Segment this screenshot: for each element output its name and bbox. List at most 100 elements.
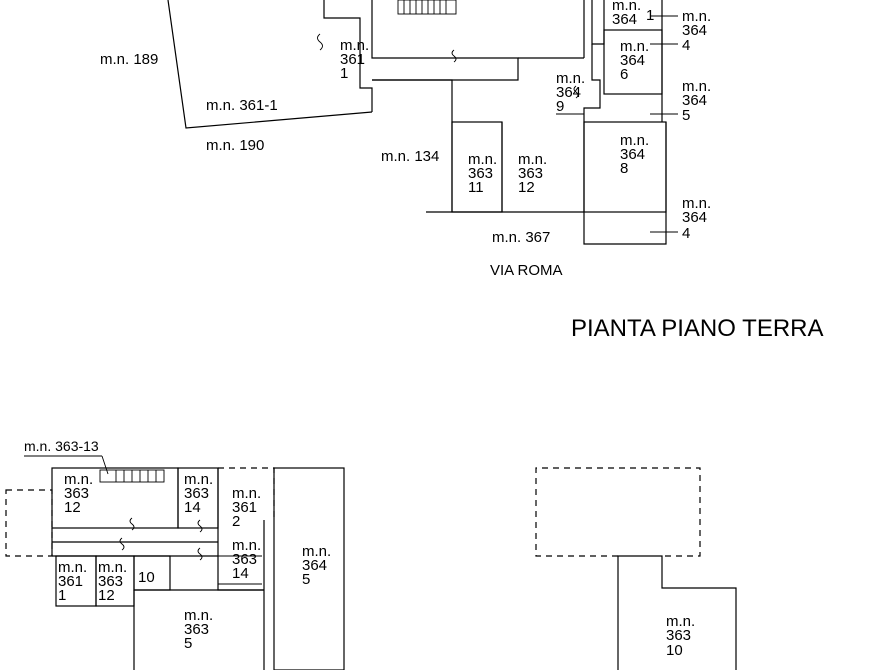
svg-text:m.n.: m.n. [666, 613, 695, 630]
svg-text:12: 12 [64, 499, 81, 516]
svg-text:m.n.: m.n. [556, 70, 585, 87]
svg-text:363: 363 [468, 165, 493, 182]
svg-text:m.n.: m.n. [682, 78, 711, 95]
svg-text:12: 12 [518, 179, 535, 196]
room-label-363-14b: m.n. 363 14 [232, 537, 261, 582]
svg-text:m.n.: m.n. [518, 151, 547, 168]
svg-text:5: 5 [184, 635, 192, 652]
lot-boundary-left [167, 0, 373, 129]
svg-text:m.n.: m.n. [58, 559, 87, 576]
room-label-10: 10 [138, 569, 155, 586]
svg-text:m.n.: m.n. [184, 471, 213, 488]
label-mn-361-1: m.n. 361-1 [206, 97, 278, 114]
svg-text:1: 1 [646, 7, 654, 24]
svg-text:m.n.: m.n. [64, 471, 93, 488]
svg-text:2: 2 [232, 513, 240, 530]
side-label-364-4a: m.n. 364 4 [682, 8, 711, 54]
svg-text:11: 11 [468, 179, 484, 196]
svg-text:5: 5 [302, 571, 310, 588]
door-symbol [119, 537, 125, 551]
svg-text:364: 364 [682, 209, 707, 226]
svg-text:363: 363 [518, 165, 543, 182]
svg-text:14: 14 [184, 499, 201, 516]
svg-text:m.n.: m.n. [620, 38, 649, 55]
room-label-363-12: m.n. 363 12 [518, 151, 547, 196]
svg-text:361: 361 [232, 499, 257, 516]
svg-text:363: 363 [98, 573, 123, 590]
room-label-364-1: m.n. 364 1 [612, 0, 654, 28]
svg-text:m.n.: m.n. [340, 37, 369, 54]
svg-text:14: 14 [232, 565, 249, 582]
building-outline-left [323, 0, 373, 112]
svg-text:m.n.: m.n. [98, 559, 127, 576]
svg-text:364: 364 [682, 22, 707, 39]
bottom-right-plan [535, 467, 737, 670]
svg-text:m.n.: m.n. [184, 607, 213, 624]
wall-right-block [583, 44, 601, 212]
svg-text:1: 1 [58, 587, 66, 604]
svg-text:4: 4 [682, 225, 690, 242]
svg-text:361: 361 [58, 573, 83, 590]
label-mn-134: m.n. 134 [381, 148, 439, 165]
svg-text:m.n.: m.n. [682, 8, 711, 25]
stair-bottom-treads [115, 470, 157, 482]
svg-text:361: 361 [340, 51, 365, 68]
svg-text:364: 364 [612, 11, 637, 28]
room-label-363-14a: m.n. 363 14 [184, 471, 213, 516]
svg-text:364: 364 [682, 92, 707, 109]
door-symbol [451, 49, 457, 63]
room-label-361-1-bottom: m.n. 361 1 [58, 559, 87, 604]
room-label-364-5-bottom: m.n. 364 5 [302, 543, 331, 588]
door-symbol [197, 547, 203, 561]
svg-text:363: 363 [184, 621, 209, 638]
door-symbol [129, 517, 135, 531]
svg-text:m.n.: m.n. [620, 132, 649, 149]
plan-title: PIANTA PIANO TERRA [571, 315, 824, 342]
room-label-363-12b-bottom: m.n. 363 12 [98, 559, 127, 604]
side-label-364-5: m.n. 364 5 [682, 78, 711, 124]
room-label-361-2: m.n. 361 2 [232, 485, 261, 530]
room-label-364-9: m.n. 364 9 [556, 70, 585, 115]
building-outline-mid [371, 0, 519, 81]
top-plan [167, 0, 678, 245]
svg-text:363: 363 [64, 485, 89, 502]
room-label-363-5-bottom: m.n. 363 5 [184, 607, 213, 652]
street-name: VIA ROMA [490, 262, 563, 279]
svg-text:m.n.: m.n. [612, 0, 641, 14]
dashed-annex-left [5, 489, 53, 557]
svg-text:8: 8 [620, 160, 628, 177]
svg-text:m.n.: m.n. [302, 543, 331, 560]
svg-text:m.n.: m.n. [232, 537, 261, 554]
wall-364-1 [591, 0, 605, 45]
label-mn-189: m.n. 189 [100, 51, 158, 68]
svg-text:363: 363 [232, 551, 257, 568]
room-364-5-bottom [273, 467, 345, 670]
bottom-left-plan [5, 455, 345, 670]
svg-text:m.n.: m.n. [232, 485, 261, 502]
room-label-361-1: m.n. 361 1 [340, 37, 369, 82]
room-label-364-8: m.n. 364 8 [620, 132, 649, 177]
svg-text:364: 364 [620, 146, 645, 163]
room-label-364-6: m.n. 364 6 [620, 38, 649, 83]
room-label-363-12-bottom: m.n. 363 12 [64, 471, 93, 516]
dashed-annex-right [535, 467, 701, 557]
svg-text:m.n.: m.n. [468, 151, 497, 168]
svg-text:4: 4 [682, 37, 690, 54]
svg-text:364: 364 [620, 52, 645, 69]
svg-text:6: 6 [620, 66, 628, 83]
svg-text:9: 9 [556, 98, 564, 115]
room-label-363-11: m.n. 363 11 [468, 151, 497, 196]
door-symbol [197, 519, 203, 533]
svg-text:10: 10 [666, 642, 683, 659]
svg-text:364: 364 [556, 84, 581, 101]
door-symbol [573, 85, 579, 99]
svg-text:363: 363 [666, 627, 691, 644]
label-mn-190: m.n. 190 [206, 137, 264, 154]
room-363-10 [617, 555, 737, 670]
side-label-364-4b: m.n. 364 4 [682, 195, 711, 242]
label-mn-367: m.n. 367 [492, 229, 550, 246]
room-364-4b [583, 212, 667, 245]
stair-treads [403, 0, 447, 14]
svg-text:1: 1 [340, 65, 348, 82]
